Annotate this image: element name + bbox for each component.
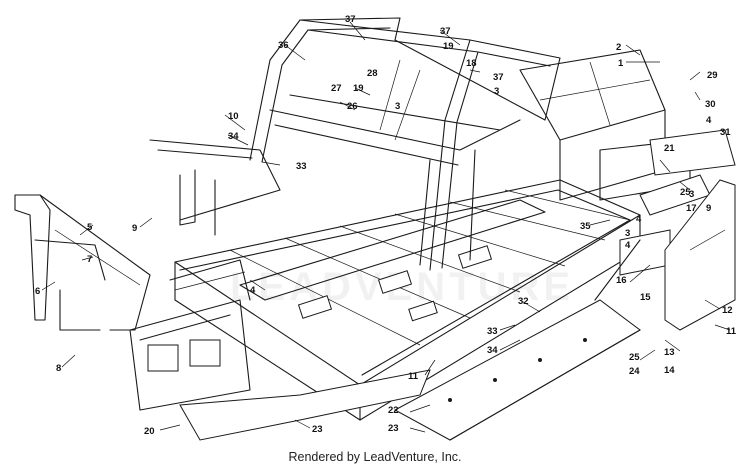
callout-19a: 19	[443, 41, 454, 52]
callout-23a: 23	[312, 424, 323, 435]
side-panels	[594, 129, 736, 331]
callout-9a: 9	[132, 223, 137, 234]
callout-26: 26	[347, 101, 358, 112]
callout-34a: 34	[228, 131, 239, 142]
credit-text: Rendered by LeadVenture, Inc.	[288, 450, 462, 464]
callout-3a: 3	[494, 86, 499, 97]
callout-3d: 3	[625, 228, 630, 239]
callout-30: 30	[705, 99, 716, 110]
callout-33a: 33	[296, 161, 307, 172]
callout-37a: 37	[345, 14, 356, 25]
callout-36: 36	[278, 40, 289, 51]
callout-4a: 4	[706, 115, 712, 126]
callout-10: 10	[228, 111, 239, 122]
callout-1: 1	[618, 58, 624, 69]
callout-21: 21	[664, 143, 675, 154]
callout-6: 6	[35, 286, 40, 297]
callout-16: 16	[616, 275, 627, 286]
callout-20: 20	[144, 426, 155, 437]
callout-27: 27	[331, 83, 342, 94]
front-bumper-assembly	[14, 194, 151, 331]
callout-9b: 9	[706, 203, 711, 214]
callout-4d: 4	[250, 285, 256, 296]
skid-plates	[179, 299, 641, 441]
callout-3b: 3	[395, 101, 400, 112]
callout-labels: 1 2 3 3 3 3 4 4 4 4 5 6 7 8 9 9 10 11 11…	[35, 14, 737, 437]
callout-8: 8	[56, 363, 61, 374]
callout-25a: 25	[680, 187, 691, 198]
callout-5: 5	[87, 222, 93, 233]
callout-4c: 4	[625, 240, 631, 251]
callout-24: 24	[629, 366, 640, 377]
front-frame	[129, 139, 281, 411]
callout-4b: 4	[636, 214, 642, 225]
main-frame	[174, 179, 641, 421]
callout-33b: 33	[487, 326, 498, 337]
callout-31: 31	[720, 127, 731, 138]
callouts	[41, 21, 731, 433]
callout-2: 2	[616, 42, 621, 53]
callout-25b: 25	[629, 352, 640, 363]
callout-29: 29	[707, 70, 718, 81]
callout-23b: 23	[388, 423, 399, 434]
callout-28: 28	[367, 68, 378, 79]
callout-11b: 11	[726, 326, 737, 337]
callout-37b: 37	[440, 26, 451, 37]
rear-frame	[519, 49, 691, 201]
callout-32: 32	[518, 296, 529, 307]
callout-35: 35	[580, 221, 591, 232]
callout-19b: 19	[353, 83, 364, 94]
callout-7: 7	[87, 254, 92, 265]
callout-37c: 37	[493, 72, 504, 83]
callout-34b: 34	[487, 345, 498, 356]
callout-18: 18	[466, 58, 477, 69]
callout-13: 13	[664, 347, 675, 358]
callout-15: 15	[640, 292, 651, 303]
callout-3c: 3	[689, 189, 694, 200]
callout-14: 14	[664, 365, 675, 376]
callout-22: 22	[388, 405, 399, 416]
callout-17: 17	[686, 203, 697, 214]
callout-11a: 11	[408, 371, 419, 382]
callout-12: 12	[722, 305, 733, 316]
roll-cage	[249, 17, 561, 271]
